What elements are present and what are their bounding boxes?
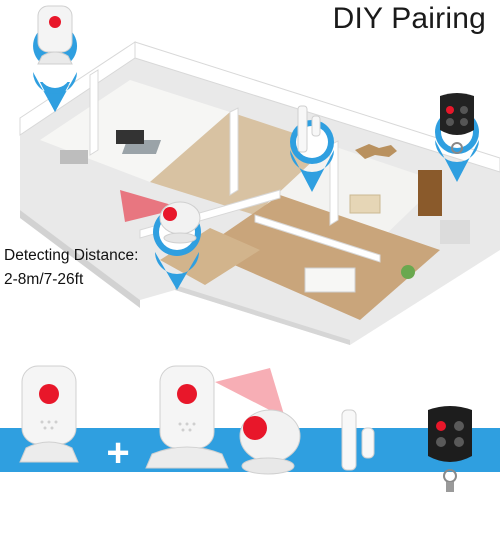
floor-plan-illustration	[19, 5, 500, 345]
receiver-device-icon	[37, 5, 73, 65]
components-strip: +	[0, 365, 500, 492]
door-sensor-device-icon	[297, 105, 321, 153]
hallway-floor	[150, 112, 330, 215]
plus-icon: +	[106, 431, 129, 475]
bottom-room-floor	[200, 195, 440, 320]
motion-sensor-device-icon	[159, 201, 201, 244]
door-sensor-icon	[341, 409, 375, 471]
motion-beam	[120, 190, 182, 222]
receiver-chime-with-beam-icon	[145, 365, 285, 469]
receiver-chime-icon	[19, 365, 79, 463]
world-map-decoration	[355, 144, 397, 159]
motion-sensor-icon	[239, 409, 301, 475]
page-title: DIY Pairing	[332, 2, 486, 35]
detecting-distance-title: Detecting Distance:	[4, 247, 139, 264]
detecting-distance-value: 2-8m/7-26ft	[4, 271, 84, 288]
detecting-distance-label: Detecting Distance: 2-8m/7-26ft	[4, 244, 138, 292]
remote-keyfob-device-icon	[440, 93, 474, 154]
remote-keyfob-icon	[428, 406, 472, 492]
